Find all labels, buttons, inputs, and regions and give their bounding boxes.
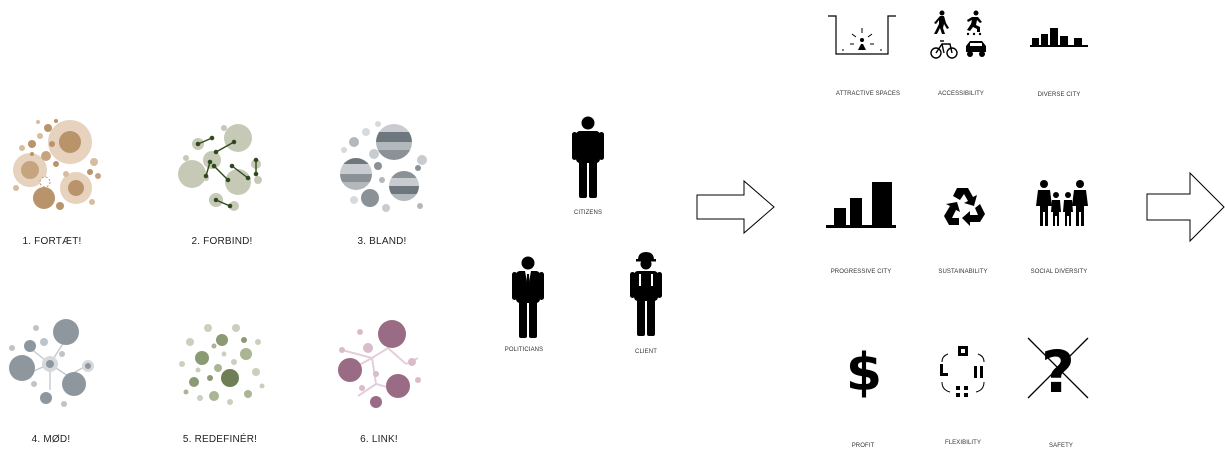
principle-label-link: 6. LINK! xyxy=(360,434,398,445)
mod-diagram xyxy=(9,319,94,407)
value-label-safety: SAFETY xyxy=(1049,443,1073,449)
client-icon xyxy=(630,252,662,336)
diverse-city-icon xyxy=(1030,28,1088,47)
value-label-progressive-city: PROGRESSIVE CITY xyxy=(830,269,892,275)
redefiner-diagram xyxy=(179,324,265,405)
principle-label-bland: 3. BLAND! xyxy=(357,236,407,247)
actor-label-client: CLIENT xyxy=(635,349,657,355)
fortaet-diagram xyxy=(13,119,101,210)
progressive-city-icon xyxy=(826,182,896,228)
principle-label-redefiner: 5. REDEFINÉR! xyxy=(182,434,258,445)
value-label-diverse-city: DIVERSE CITY xyxy=(1037,92,1081,98)
right-arrow-icon xyxy=(1146,171,1225,243)
value-label-profit: PROFIT xyxy=(851,443,875,449)
actor-label-citizens: CITIZENS xyxy=(573,210,603,216)
value-label-social-diversity: SOCIAL DIVERSITY xyxy=(1030,269,1088,275)
accessibility-icon xyxy=(930,10,986,59)
actor-label-politicians: POLITICIANS xyxy=(504,347,544,353)
flexibility-icon xyxy=(940,346,985,397)
forbind-diagram xyxy=(178,124,262,211)
value-label-accessibility: ACCESSIBILITY xyxy=(938,91,984,97)
right-arrow-icon xyxy=(696,179,775,235)
attractive-spaces-icon xyxy=(828,15,896,55)
dollar-icon: $ xyxy=(846,343,882,403)
family-icon xyxy=(1036,180,1088,226)
citizen-icon xyxy=(572,116,604,198)
principle-label-forbind: 2. FORBIND! xyxy=(191,236,253,247)
crossed-question-icon: ? xyxy=(1027,337,1089,406)
value-label-flexibility: FLEXIBILITY xyxy=(944,440,982,446)
value-label-sustainability: SUSTAINABILITY xyxy=(938,269,988,275)
svg-text:$: $ xyxy=(846,343,882,403)
link-diagram xyxy=(338,320,421,408)
value-label-attractive-spaces: ATTRACTIVE SPACES xyxy=(835,91,901,97)
svg-text:?: ? xyxy=(1041,338,1075,406)
recycle-icon xyxy=(944,188,985,226)
principle-label-mod: 4. MØD! xyxy=(31,434,71,445)
politician-icon xyxy=(512,256,544,338)
bland-diagram xyxy=(340,121,427,212)
principle-label-fortaet: 1. FORTÆT! xyxy=(22,236,82,247)
